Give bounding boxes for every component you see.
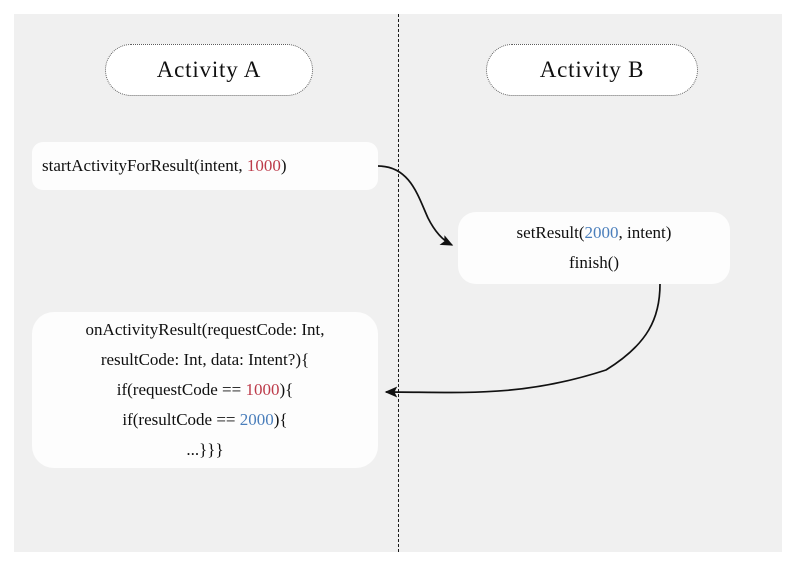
code-text: if(resultCode == — [122, 410, 240, 429]
code-text: resultCode: Int, data: Intent?){ — [100, 350, 310, 369]
code-text: setResult( — [516, 223, 585, 242]
code-line: ...}}} — [186, 435, 223, 465]
code-box-on-activity-result: onActivityResult(requestCode: Int, result… — [32, 312, 378, 468]
code-box-start-activity-for-result: startActivityForResult(intent, 1000) — [32, 142, 378, 190]
lane-divider-line — [398, 14, 399, 552]
code-box-set-result: setResult(2000, intent) finish() — [458, 212, 730, 284]
code-text: if(requestCode == — [116, 380, 246, 399]
code-line: finish() — [569, 248, 619, 278]
code-literal: 2000 — [584, 223, 619, 242]
code-literal: 2000 — [239, 410, 274, 429]
code-text: onActivityResult(requestCode: Int, — [85, 320, 325, 339]
code-line: setResult(2000, intent) — [517, 218, 672, 248]
lane-header-activity-b-label: Activity B — [539, 57, 645, 82]
lane-header-activity-a: Activity A — [105, 44, 313, 96]
code-line: if(requestCode == 1000){ — [117, 375, 294, 405]
lane-header-activity-a-label: Activity A — [156, 57, 262, 82]
code-text: startActivityForResult(intent, — [42, 156, 247, 175]
code-literal: 1000 — [245, 380, 280, 399]
code-text: ){ — [279, 380, 294, 399]
code-line: onActivityResult(requestCode: Int, — [86, 315, 325, 345]
code-line: startActivityForResult(intent, 1000) — [42, 151, 287, 181]
code-text: ) — [280, 156, 287, 175]
code-line: if(resultCode == 2000){ — [122, 405, 287, 435]
lane-header-activity-b: Activity B — [486, 44, 698, 96]
code-text: finish() — [568, 253, 620, 272]
code-text: , intent) — [618, 223, 672, 242]
code-literal: 1000 — [246, 156, 281, 175]
code-line: resultCode: Int, data: Intent?){ — [101, 345, 309, 375]
code-text: ){ — [273, 410, 288, 429]
code-text: ...}}} — [186, 440, 224, 459]
